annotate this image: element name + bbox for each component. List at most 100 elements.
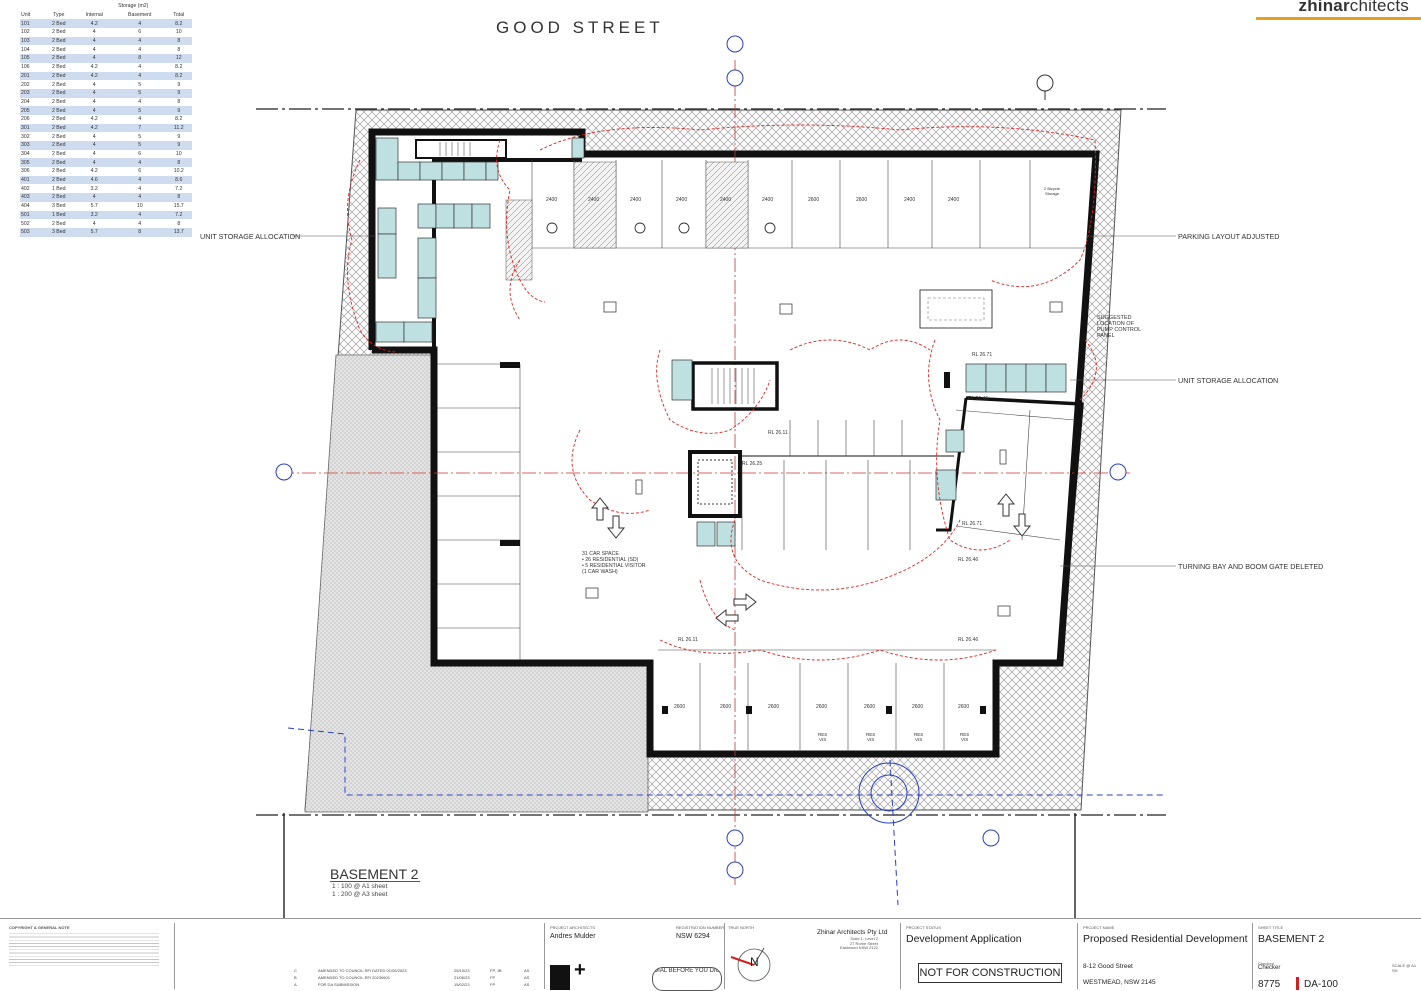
accessible-parking-icons [546,222,776,234]
storage-cell: 2 Bed [51,220,66,227]
north-arrow-icon [730,947,771,982]
storage-cell: 7.2 [165,210,192,220]
storage-cell: 306 [21,168,30,175]
tb-divider [544,923,545,989]
storage-cell: 4 [92,220,96,227]
storage-cell: 3 Bed [42,227,75,237]
project-name: Proposed Residential Development [1083,933,1248,945]
storage-cell: 9 [177,81,181,88]
storage-cell: 4 [138,185,142,192]
storage-cell: 304 [21,151,30,158]
storage-cell: 4.2 [90,64,98,71]
column-markers [500,362,986,714]
dial-before-you-dig-logo: DIAL BEFORE YOU DIG [652,967,722,991]
storage-cell: 8.6 [165,175,192,185]
tb-divider [724,923,725,989]
ramp-hatch [505,199,533,281]
storage-cell: 4 [92,81,96,88]
storage-cell: 8 [113,227,166,237]
res-vis-label: RES VIS [866,732,876,742]
tree-circle [858,762,920,824]
dimension-label: 2400 [762,197,774,203]
storage-cell: 1 Bed [42,210,75,220]
project-architects-label: PROJECT ARCHITECTS [550,925,596,930]
revision-rev: B [294,975,297,980]
storage-cell: 5 [138,133,142,140]
storage-cell: 106 [21,64,30,71]
drawing-scale-a1: 1 : 100 @ A1 sheet [332,883,388,890]
storage-cell: 204 [21,98,30,105]
project-status: Development Application [906,933,1022,945]
storage-cell: 303 [20,141,43,150]
callout-unit-storage-left: UNIT STORAGE ALLOCATION [200,232,301,241]
shared-zone-bay [573,161,617,249]
storage-cages [375,137,1067,547]
storage-cell: 4 [138,220,142,227]
storage-cell: 3 Bed [51,203,66,210]
storage-cell: 4 [138,98,142,105]
storage-cell: 8 [165,193,192,202]
storage-cell: 5.7 [74,227,114,237]
floor-plan [256,35,1166,918]
revision-chk: AS [524,975,530,980]
dimension-label: 2400 [588,197,600,203]
revision-date: 21/06/23 [454,975,470,980]
project-architect-name: Andres Mulder [550,933,596,940]
storage-cell: 6 [138,168,142,175]
storage-cell: 4.6 [74,175,114,185]
revision-desc: AMENDED TO COUNCIL RFI 20230601 [318,975,390,980]
storage-cell: 4 [92,133,96,140]
storage-cell: 2 Bed [42,158,75,168]
storage-cell: 4 [113,71,166,81]
storage-cell: 2 Bed [51,81,66,88]
tb-divider [1077,923,1078,989]
storage-cell: 2 Bed [42,71,75,81]
storage-cell: 13.7 [165,227,192,237]
storage-cell: 205 [20,106,43,115]
project-address-line2: WESTMEAD, NSW 2145 [1083,979,1156,986]
storage-cell: 4 [138,116,142,123]
storage-cell: 10 [175,151,182,158]
storage-cell: 15.7 [173,203,184,210]
storage-cell: 206 [21,116,30,123]
dimension-label: 2600 [768,704,780,710]
dimension-label: 2400 [630,197,642,203]
section-markers [275,35,1127,879]
project-status-label: PROJECT STATUS [906,925,941,930]
storage-cell: 8 [177,220,181,227]
car-space-note: 31 CAR SPACE • 26 RESIDENTIAL (SD) • 5 R… [582,551,646,575]
storage-cell: 10 [136,203,143,210]
dimension-label: 2600 [912,704,924,710]
revision-rev: A [294,982,297,987]
firm-logo: zhinarchitects [1298,0,1409,15]
pits [585,301,1063,617]
storage-cell: 11.2 [165,123,192,133]
storage-cell: 2 Bed [51,64,66,71]
true-north-label: TRUE NORTH [728,925,755,930]
storage-cell: 4 [74,193,114,202]
street-label: GOOD STREET [496,18,664,37]
rl-label: RL 26.25 [742,461,763,467]
storage-cell: 8 [177,98,181,105]
storage-cell: 202 [21,81,30,88]
storage-cell: 4 [113,175,166,185]
storage-cell: 4.2 [90,168,98,175]
traffic-arrows [590,493,1032,628]
revision-desc: AMENDED TO COUNCIL RFI DATED 01/05/2023 [318,968,407,973]
firm-name: Zhinar Architects Pty Ltd [817,929,888,936]
sheet-title: BASEMENT 2 [1258,933,1325,945]
dimension-label: 2600 [958,704,970,710]
storage-cell: 12 [165,54,192,63]
storage-cell: 5 [113,88,166,98]
